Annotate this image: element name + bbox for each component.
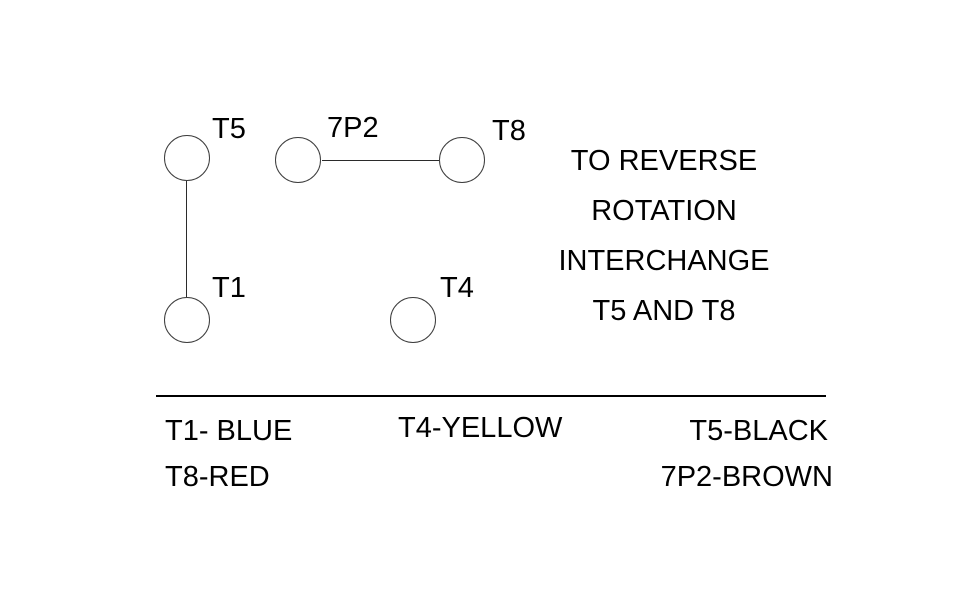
terminal-label-t4: T4	[440, 272, 474, 304]
legend-t1-blue: T1- BLUE	[165, 415, 293, 447]
legend-7p2-brown: 7P2-BROWN	[660, 461, 833, 493]
terminal-circle-t5	[164, 135, 210, 181]
terminal-circle-t8	[439, 137, 485, 183]
wire-7p2-to-t8	[322, 160, 439, 161]
note-line-1: TO REVERSE	[570, 145, 758, 177]
note-line-2: ROTATION	[591, 195, 737, 227]
legend-t8-red: T8-RED	[165, 461, 270, 493]
note-line-3: INTERCHANGE	[558, 245, 770, 277]
legend-t4-yellow: T4-YELLOW	[398, 412, 563, 444]
divider-line	[156, 395, 826, 397]
terminal-label-t5: T5	[212, 113, 246, 145]
terminal-label-7p2: 7P2	[327, 112, 379, 144]
note-line-4: T5 AND T8	[592, 295, 736, 327]
terminal-circle-t1	[164, 297, 210, 343]
legend-t5-black: T5-BLACK	[689, 415, 828, 447]
terminal-circle-t4	[390, 297, 436, 343]
reverse-rotation-note: TO REVERSE ROTATION INTERCHANGE T5 AND T…	[524, 136, 804, 336]
wire-t5-to-t1	[186, 181, 187, 297]
terminal-label-t1: T1	[212, 272, 246, 304]
terminal-circle-7p2	[275, 137, 321, 183]
terminal-label-t8: T8	[492, 115, 526, 147]
